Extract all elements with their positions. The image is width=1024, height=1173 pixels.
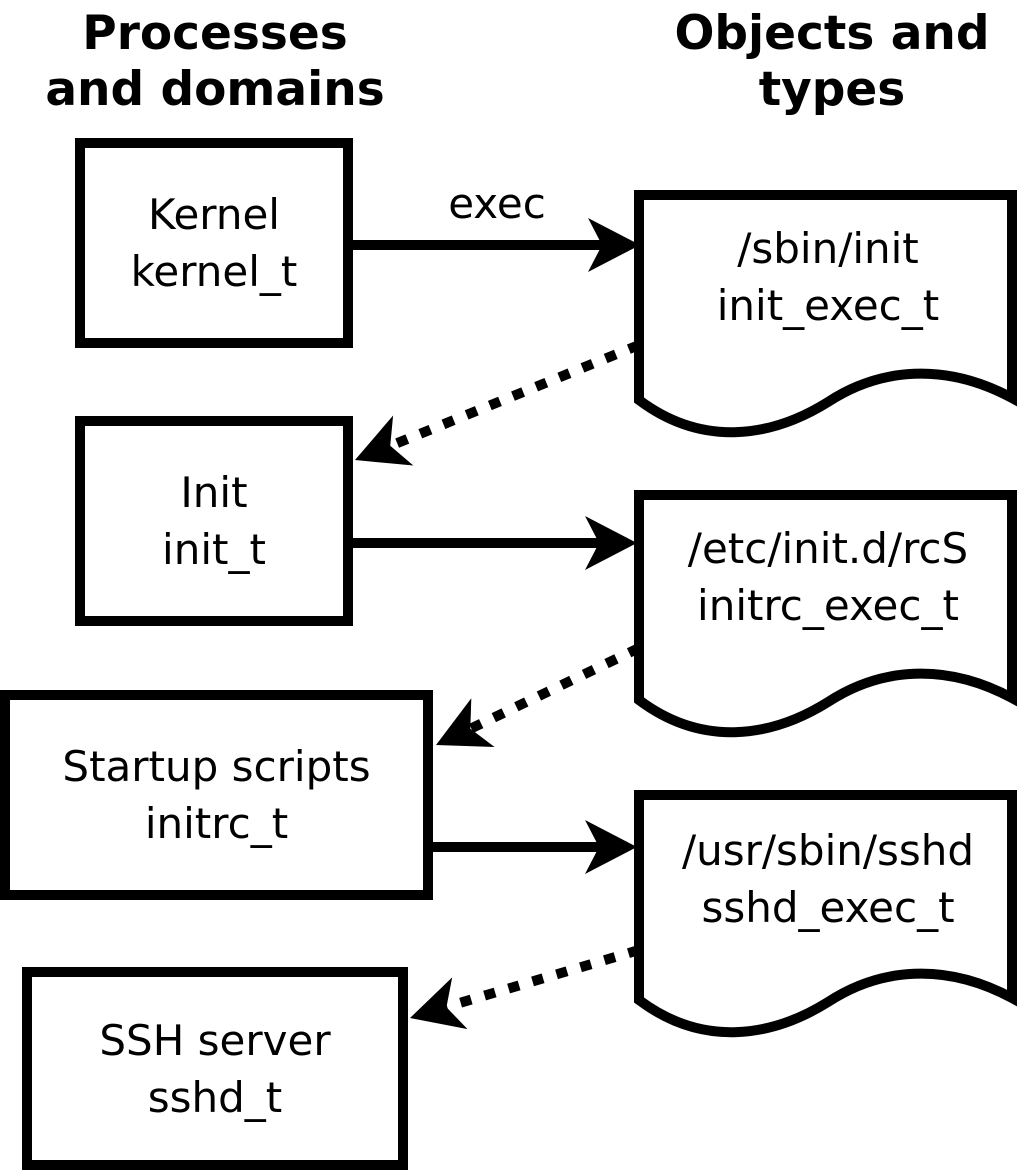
document-path: /usr/sbin/sshd [681,826,975,875]
document-path: /etc/init.d/rcS [687,524,969,573]
process-box-ssh-server: SSH server sshd_t [22,967,408,1170]
process-name: Init [180,468,248,517]
right-column-header-line1: Objects and [674,6,990,61]
process-domain-type: initrc_t [144,799,289,848]
document-label-usr-sbin-sshd: /usr/sbin/sshd sshd_exec_t [644,822,1012,936]
dotted-arrow-sshd-exec-to-sshd-domain [444,945,641,1012]
document-path: /sbin/init [737,224,919,273]
document-file-type: initrc_exec_t [697,581,959,630]
dotted-arrowhead-icon [424,698,495,770]
left-column-header-line2: and domains [45,62,385,117]
dotted-arrowhead-icon [402,977,468,1044]
process-domain-type: init_t [162,525,266,574]
process-name: Startup scripts [62,742,371,791]
left-column-header: Processes and domains [15,6,415,118]
document-label-sbin-init: /sbin/init init_exec_t [644,220,1012,334]
dotted-arrowhead-icon [344,415,414,486]
left-column-header-line1: Processes [82,6,348,61]
process-name: SSH server [99,1015,331,1065]
right-column-header: Objects and types [632,6,1024,118]
process-box-startup-scripts: Startup scripts initrc_t [0,690,433,900]
process-box-kernel: Kernel kernel_t [75,138,353,348]
dotted-arrow-init-exec-to-init-domain [388,340,641,451]
process-name: Kernel [148,190,280,239]
right-column-header-line2: types [758,62,906,117]
process-box-init: Init init_t [75,416,353,626]
document-file-type: init_exec_t [716,281,940,330]
document-label-etc-initd-rcs: /etc/init.d/rcS initrc_exec_t [644,520,1012,634]
document-file-type: sshd_exec_t [701,883,955,932]
solid-arrowhead-icon [585,820,637,874]
solid-arrowhead-icon [585,516,637,570]
exec-arrow-label: exec [448,179,546,228]
process-domain-type: kernel_t [130,247,298,296]
process-domain-type: sshd_t [147,1072,283,1122]
dotted-arrow-rcs-to-initrc-domain [467,643,642,734]
solid-arrowhead-icon [588,218,640,272]
